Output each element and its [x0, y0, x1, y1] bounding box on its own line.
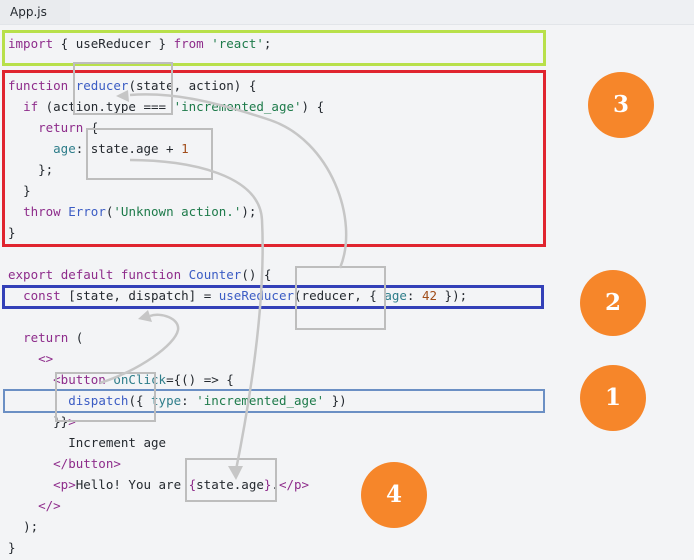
token-text: };: [38, 162, 54, 177]
token-text: (reducer, {: [294, 288, 385, 303]
token-text: }: [23, 183, 31, 198]
token-tag: {: [188, 477, 197, 492]
token-tag: </button>: [53, 456, 121, 471]
code-line-19: }}>: [8, 411, 76, 432]
token-text: :: [181, 393, 197, 408]
token-tag: }: [263, 477, 272, 492]
token-text: }}: [53, 414, 69, 429]
token-keyword: export: [8, 267, 54, 282]
token-function: reducer: [75, 78, 129, 93]
token-function: Counter: [188, 267, 242, 282]
code-line-12: export default function Counter() {: [8, 264, 271, 285]
token-text: );: [241, 204, 257, 219]
code-line-24: );: [8, 516, 38, 537]
code-line-6: age: state.age + 1: [8, 138, 189, 159]
token-text: { useReducer }: [53, 36, 174, 51]
step-1-circle: 1: [580, 365, 646, 431]
token-text: });: [437, 288, 468, 303]
step-2-circle: 2: [580, 270, 646, 336]
token-text: Increment age: [68, 435, 167, 450]
token-tag: </>: [38, 498, 61, 513]
token-string: 'Unknown action.': [113, 204, 242, 219]
token-keyword: const: [23, 288, 61, 303]
token-text: }: [8, 225, 16, 240]
token-text: [state, dispatch] =: [60, 288, 219, 303]
token-text: state.age: [196, 477, 264, 492]
token-number: 1: [181, 141, 189, 156]
token-text: (state, action) {: [128, 78, 257, 93]
token-keyword: function: [8, 78, 69, 93]
token-text: }: [8, 540, 16, 555]
code-line-3: function reducer(state, action) {: [8, 75, 256, 96]
token-property: age: [384, 288, 407, 303]
code-line-8: }: [8, 180, 31, 201]
code-line-15: return (: [8, 327, 83, 348]
token-text: ;: [263, 36, 272, 51]
code-line-5: return {: [8, 117, 98, 138]
token-text: Hello! You are: [75, 477, 189, 492]
code-line-9: throw Error('Unknown action.');: [8, 201, 256, 222]
step-3-circle: 3: [588, 72, 654, 138]
code-line-7: };: [8, 159, 53, 180]
tab-bar: App.js: [0, 0, 694, 25]
token-keyword: if: [23, 99, 39, 114]
token-keyword: from: [173, 36, 204, 51]
token-keyword: function: [120, 267, 182, 282]
tab-app-js[interactable]: App.js: [0, 0, 70, 24]
token-text: {: [83, 120, 99, 135]
token-keyword: default: [60, 267, 114, 282]
code-line-16: <>: [8, 348, 53, 369]
token-keyword: throw: [23, 204, 61, 219]
token-number: 42: [421, 288, 438, 303]
token-text: :: [406, 288, 422, 303]
token-property: onClick: [113, 372, 167, 387]
token-tag: <p>: [53, 477, 76, 492]
code-line-13: const [state, dispatch] = useReducer(red…: [8, 285, 467, 306]
token-text: (: [68, 330, 84, 345]
code-line-22: <p>Hello! You are {state.age}.</p>: [8, 474, 309, 495]
token-keyword: return: [23, 330, 69, 345]
token-function: dispatch: [68, 393, 129, 408]
token-text: }): [324, 393, 347, 408]
token-text: () {: [241, 267, 272, 282]
step-4-circle: 4: [361, 462, 427, 528]
code-line-20: Increment age: [8, 432, 166, 453]
token-keyword: return: [38, 120, 84, 135]
token-text: (action.type ===: [38, 99, 174, 114]
code-line-18: dispatch({ type: 'incremented_age' }): [8, 390, 347, 411]
code-line-25: }: [8, 537, 16, 558]
token-tag: <button: [53, 372, 106, 387]
token-tag: >: [68, 414, 76, 429]
token-string: 'incremented_age': [173, 99, 302, 114]
token-property: age: [53, 141, 76, 156]
token-tag: <>: [38, 351, 54, 366]
token-function: useReducer: [218, 288, 295, 303]
code-line-17: <button onClick={() => {: [8, 369, 234, 390]
token-tag: </p>: [278, 477, 310, 492]
token-text: ({: [128, 393, 152, 408]
token-keyword: import: [8, 36, 54, 51]
code-line-10: }: [8, 222, 16, 243]
token-property: type: [151, 393, 182, 408]
code-line-21: </button>: [8, 453, 121, 474]
token-text: );: [23, 519, 39, 534]
token-text: .: [271, 477, 279, 492]
token-string: 'react': [211, 36, 264, 51]
token-text: : state.age +: [75, 141, 182, 156]
token-text: ={() => {: [166, 372, 234, 387]
token-text: (: [105, 204, 114, 219]
token-function: Error: [68, 204, 106, 219]
code-line-23: </>: [8, 495, 61, 516]
token-string: 'incremented_age': [196, 393, 325, 408]
code-line-1: import { useReducer } from 'react';: [8, 33, 271, 54]
token-text: ) {: [301, 99, 325, 114]
code-line-4: if (action.type === 'incremented_age') {: [8, 96, 324, 117]
